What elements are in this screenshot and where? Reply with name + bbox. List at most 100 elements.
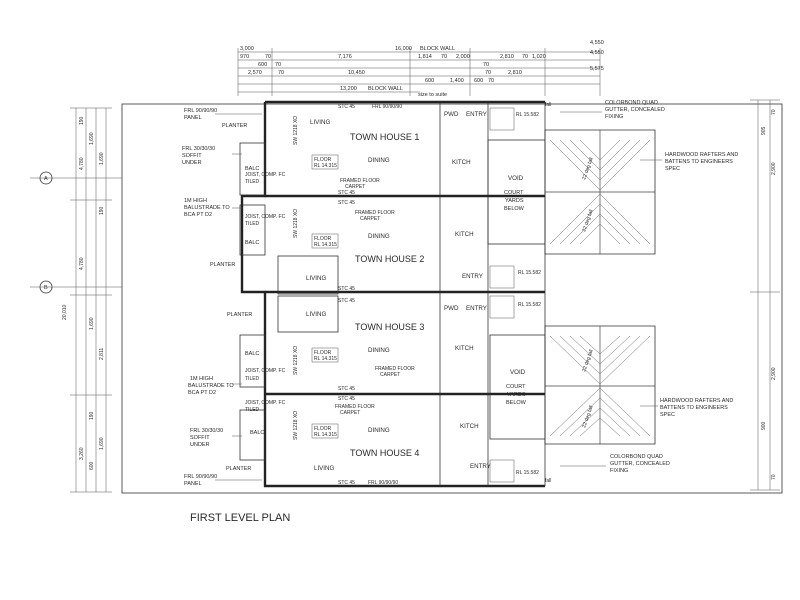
kitch-label-1: KITCH [452, 159, 471, 166]
dim-row4-e: 2,810 [508, 70, 522, 76]
balc-label-3: BALC [245, 351, 259, 357]
void-top: VOID COURT YARDS BELOW [487, 139, 546, 245]
kitch-label-4: KITCH [460, 423, 479, 430]
dim-row4-d: 70 [485, 70, 491, 76]
frl-soffit-bot-b: SOFFIT [190, 435, 210, 441]
frl-soffit-bot-a: FRL 30/30/30 [190, 428, 223, 434]
floor-label-2: FLOOR [314, 236, 332, 242]
rafters-top-c: SPEC [665, 166, 680, 172]
balustrade-bot-a: 1M HIGH [190, 376, 213, 382]
stc-8: STC 45 [338, 480, 355, 486]
balc-label-2: BALC [245, 240, 259, 246]
gutter-top-a: COLORBOND QUAD [605, 100, 658, 106]
floor-rl-1: FLOOR RL 14.315 [311, 154, 339, 170]
rl-small-1: RL 15.582 [516, 112, 539, 118]
left-dim-11: 600 [89, 461, 95, 470]
rafters-bot-b: BATTENS TO ENGINEERS [660, 405, 728, 411]
left-dimensions: 190 1,690 1,690 4,780 190 4,780 1,690 2,… [62, 107, 112, 493]
balustrade-top-c: BCA PT D2 [184, 212, 212, 218]
left-dim-4: 4,780 [79, 157, 85, 170]
plan-title: FIRST LEVEL PLAN [190, 512, 290, 524]
dim-row2-g: 2,810 [500, 54, 514, 60]
town-house-2-label: TOWN HOUSE 2 [355, 254, 424, 264]
joist-1: JOIST, COMP. FC [245, 172, 286, 178]
dim-row2-f: 2,000 [456, 54, 470, 60]
town-house-1-label: TOWN HOUSE 1 [350, 132, 419, 142]
dim-row3-b: 70 [275, 62, 281, 68]
court-yards-1a: COURT [504, 190, 524, 196]
right-dim-1: 70 [771, 109, 777, 115]
grid-marker-a: A [30, 171, 122, 185]
dim-row1-a: 3,000 [240, 46, 254, 52]
frl-soffit-top-c: UNDER [182, 160, 202, 166]
tiled-2: TILED [245, 221, 260, 227]
right-dim-4: 2,900 [771, 367, 777, 380]
sw-tag-3: SW 1218 XO [293, 346, 299, 375]
carpet-3: CARPET [380, 372, 400, 378]
balustrade-bot-b: BALUSTRADE TO [188, 383, 234, 389]
dining-label-3: DINING [368, 347, 390, 354]
frl-900-2: FRL 90/90/90 [368, 480, 398, 486]
entry-label-3: ENTRY [466, 305, 487, 312]
frl-soffit-top-a: FRL 30/30/30 [182, 146, 215, 152]
joist-4: JOIST, COMP. FC [245, 400, 286, 406]
left-dim-6: 4,780 [79, 257, 85, 270]
framed-floor-3: FRAMED FLOOR [375, 366, 415, 372]
site-boundary [121, 103, 783, 494]
carpet-1: CARPET [345, 184, 365, 190]
deg-fall-4: 22 deg fall [581, 405, 595, 429]
dim-row1-c: BLOCK WALL [420, 46, 455, 52]
tiled-3: TILED [245, 376, 260, 382]
framed-floor-1: FRAMED FLOOR [340, 178, 380, 184]
void-label-1: VOID [508, 175, 524, 182]
deg-fall-1: 22 deg fall [581, 157, 595, 181]
court-yards-1b: YARDS [505, 198, 524, 204]
tiled-4: TILED [245, 407, 260, 413]
entry-label-2: ENTRY [462, 273, 483, 280]
town-house-4-label: TOWN HOUSE 4 [350, 448, 419, 458]
sw-tag-1: SW 1218 XO [293, 116, 299, 145]
living-label-3: LIVING [306, 311, 326, 318]
dim-row3-c: 70 [483, 62, 489, 68]
frl-panel-bot-a: FRL 90/90/90 [184, 474, 217, 480]
left-dim-5: 190 [99, 206, 105, 215]
kitch-label-3: KITCH [455, 345, 474, 352]
floor-rl-value-1: RL 14.315 [314, 163, 337, 169]
carpet-4: CARPET [340, 410, 360, 416]
left-dim-2: 1,690 [89, 132, 95, 145]
void-label-2: VOID [510, 369, 526, 376]
balustrade-top-b: BALUSTRADE TO [184, 205, 230, 211]
left-annotations: FRL 90/90/90 PANEL PLANTER FRL 30/30/30 … [182, 108, 262, 487]
floor-rl-2: FLOOR RL 14.315 [311, 233, 339, 249]
dim-row4-b: 70 [278, 70, 284, 76]
frl-soffit-top-b: SOFFIT [182, 153, 202, 159]
floor-rl-value-2: RL 14.315 [314, 242, 337, 248]
dim-row5-c: 600 [474, 78, 483, 84]
right-annotations: COLORBOND QUAD GUTTER, CONCEALED FIXING … [545, 100, 738, 484]
floor-label-3: FLOOR [314, 350, 332, 356]
stc-3: STC 45 [338, 200, 355, 206]
carpet-2: CARPET [360, 216, 380, 222]
left-dim-9: 190 [89, 411, 95, 420]
size-to-suite: size to suite [418, 92, 447, 98]
dim-row2-d: 1,814 [418, 54, 432, 60]
dim-row1-d: 4,550 [590, 40, 604, 46]
frl-panel-top-a: FRL 90/90/90 [184, 108, 217, 114]
framed-floor-2: FRAMED FLOOR [355, 210, 395, 216]
dim-row2-a: 970 [240, 54, 249, 60]
framed-floor-4: FRAMED FLOOR [335, 404, 375, 410]
stc-5: STC 45 [338, 298, 355, 304]
dim-row3-a: 600 [258, 62, 267, 68]
joist-3: JOIST, COMP. FC [245, 368, 286, 374]
right-dim-6: 70 [771, 474, 777, 480]
dim-row5-b: 1,400 [450, 78, 464, 84]
dim-row6-b: BLOCK WALL [368, 86, 403, 92]
grid-label-a: A [44, 176, 48, 182]
dim-row2-c: 7,176 [338, 54, 352, 60]
grid-marker-b: B [30, 280, 122, 294]
left-dim-3: 1,690 [99, 152, 105, 165]
balconies: BALC BALC BALC BALC [239, 142, 266, 461]
left-dim-1: 190 [79, 116, 85, 125]
entry-label-4: ENTRY [470, 463, 491, 470]
floor-rl-value-4: RL 14.315 [314, 432, 337, 438]
